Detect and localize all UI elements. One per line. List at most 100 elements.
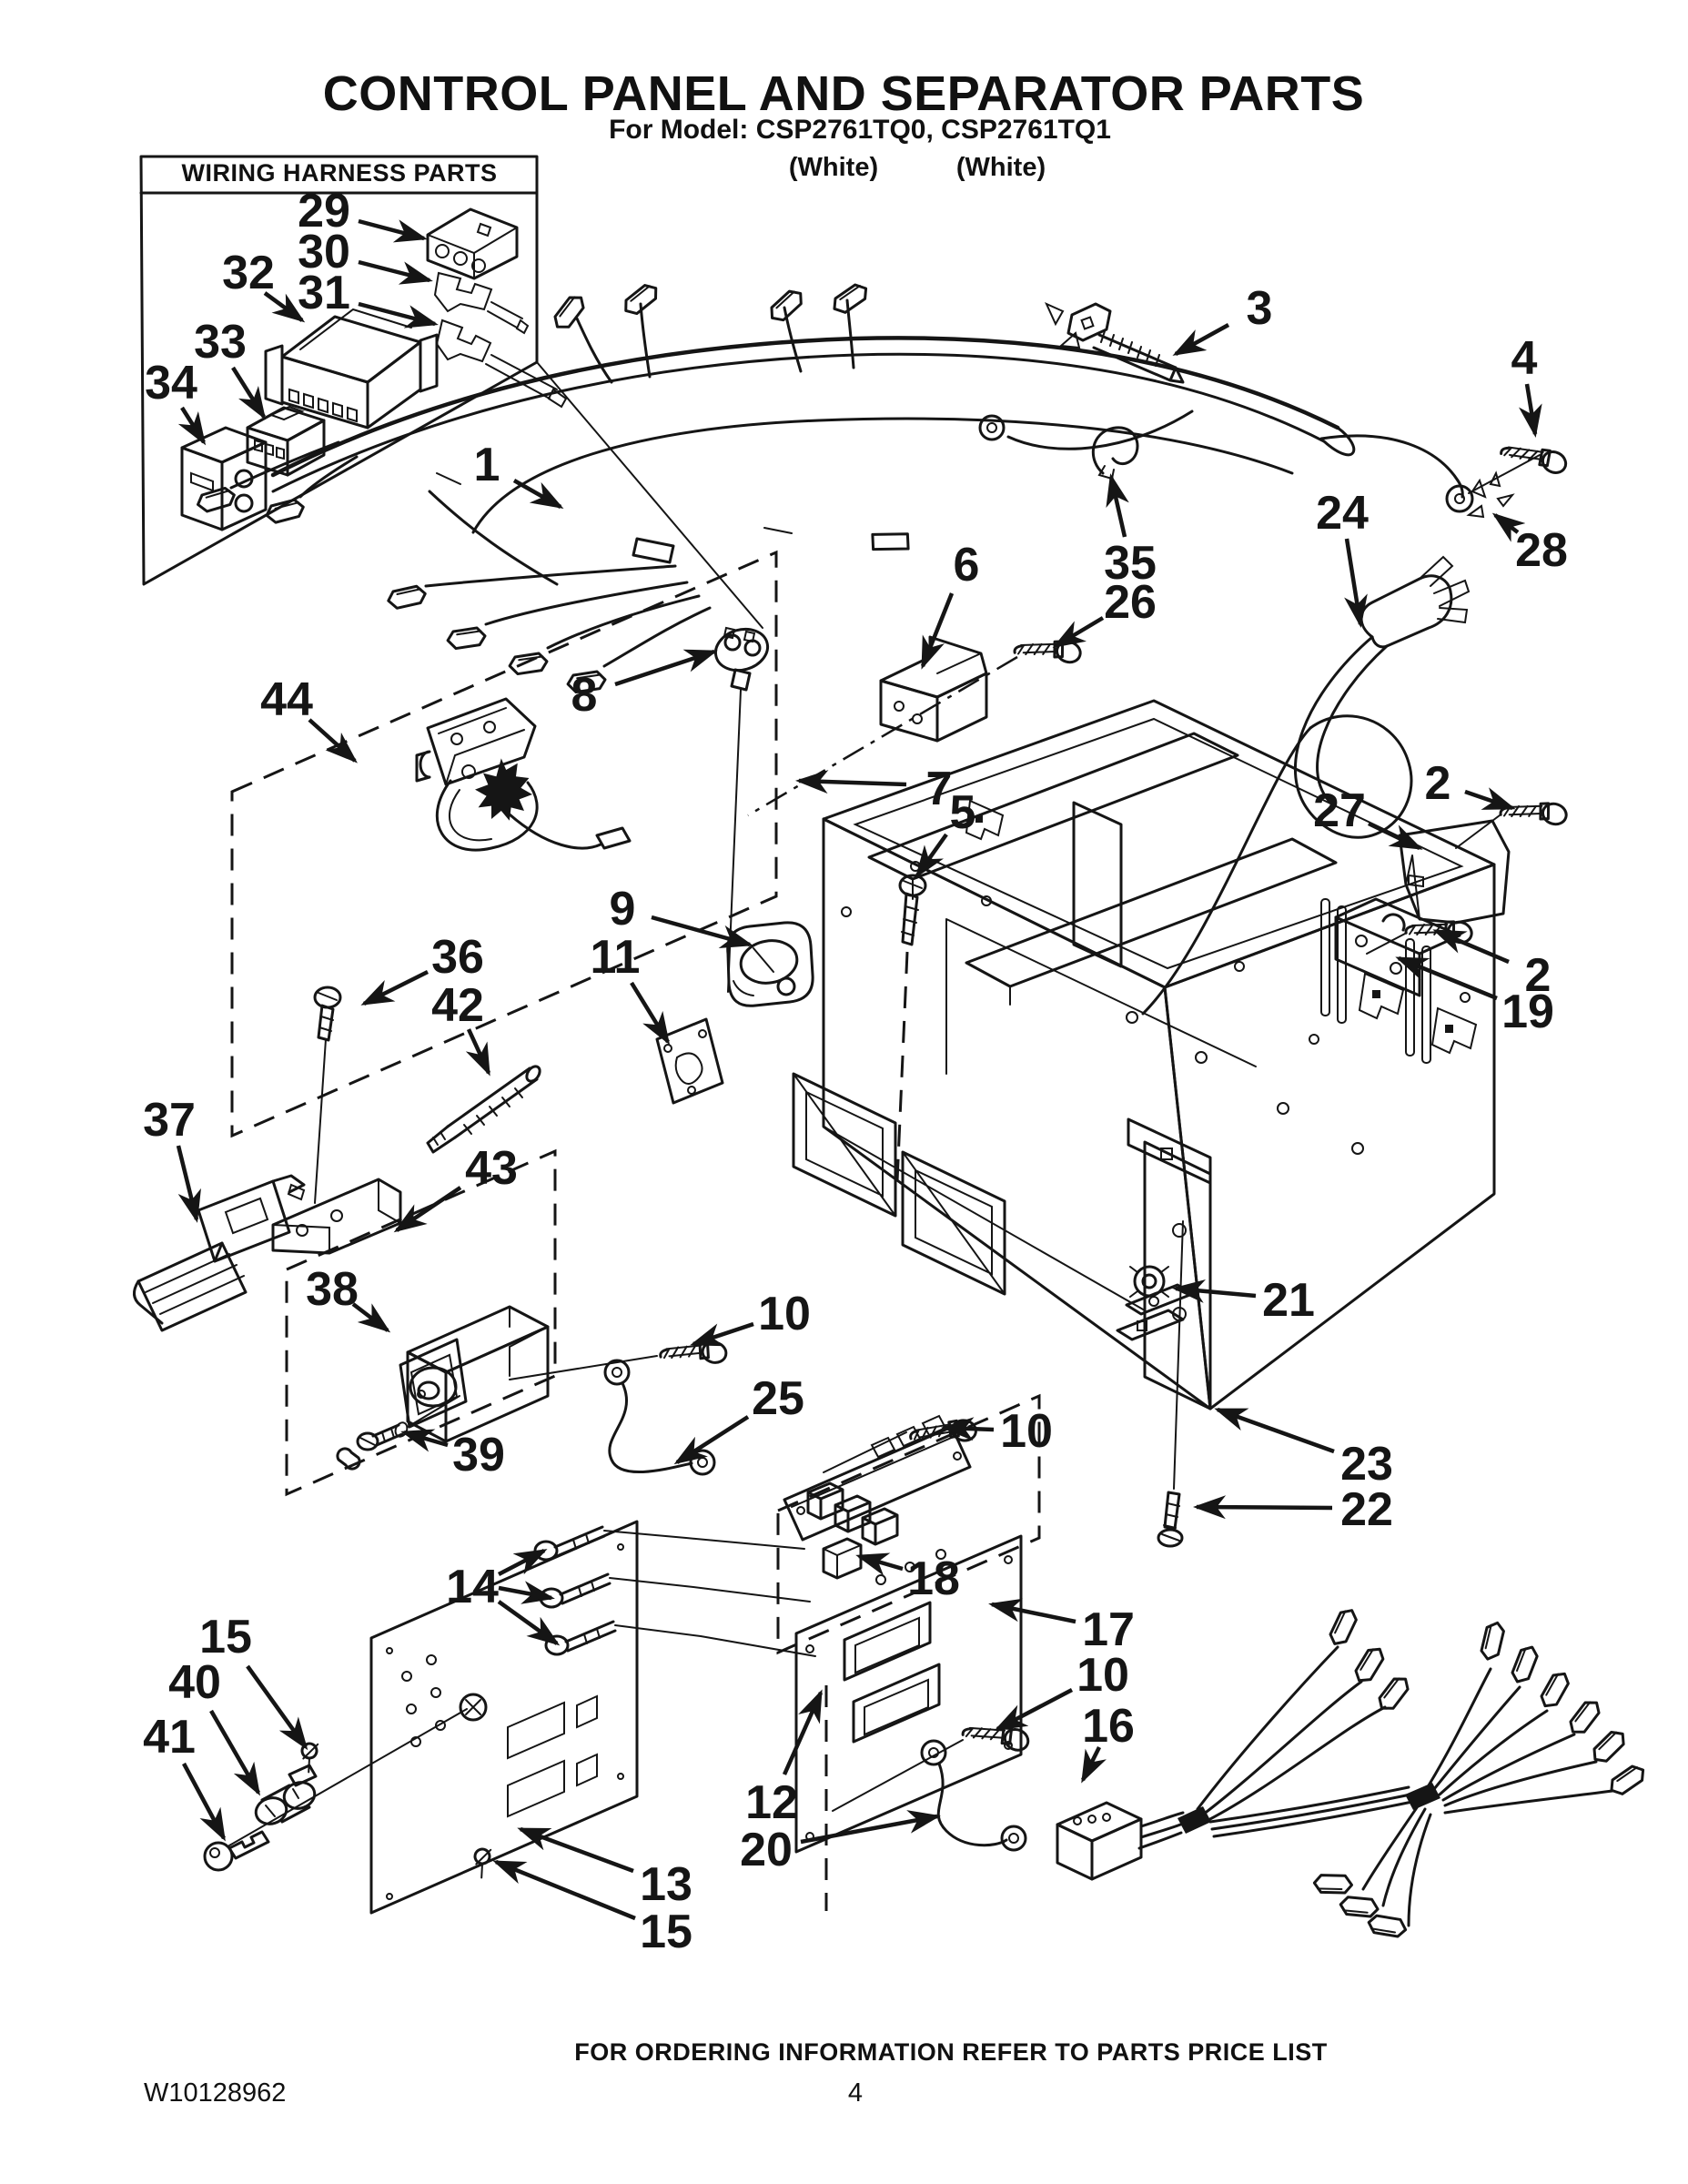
callout-19: 19	[1501, 986, 1554, 1038]
callout-arrow-42	[465, 1028, 491, 1077]
part-31-terminal	[435, 318, 568, 409]
callout-arrow-39	[400, 1429, 449, 1452]
callout-22: 22	[1340, 1483, 1393, 1536]
part-32-connector	[264, 308, 439, 430]
callout-arrow-11	[630, 981, 671, 1046]
callout-arrow-20	[800, 1810, 941, 1845]
part-36-screw	[313, 986, 342, 1204]
callout-16: 16	[1082, 1700, 1135, 1753]
callout-23: 23	[1340, 1438, 1393, 1491]
callout-10: 10	[1076, 1649, 1129, 1702]
callout-27: 27	[1313, 784, 1366, 837]
model-subtitle: For Model: CSP2761TQ0, CSP2761TQ1	[609, 115, 1111, 145]
part-19-bracket	[1334, 897, 1461, 997]
wiring-harness-inset-box	[139, 155, 763, 629]
part-7-switch-assembly	[415, 697, 632, 852]
callout-arrow-17	[988, 1598, 1076, 1624]
part-18-switch	[822, 1537, 863, 1580]
callout-40: 40	[168, 1656, 221, 1709]
callout-arrow-7	[795, 770, 907, 794]
part-24-power-cord	[1141, 555, 1471, 1016]
callout-arrow-14	[497, 1600, 561, 1646]
part-12-display-board	[794, 1534, 1023, 1854]
callout-arrow-29	[358, 218, 428, 243]
callout-34: 34	[145, 357, 197, 410]
part-38-solenoid	[399, 1305, 550, 1443]
callout-arrow-18	[855, 1552, 904, 1576]
part-17-switch-bank	[783, 1414, 972, 1546]
part-6-bracket	[879, 635, 988, 743]
callout-arrow-13	[517, 1826, 634, 1874]
callout-37: 37	[143, 1094, 196, 1147]
callout-arrow-24	[1344, 538, 1368, 628]
document-number: W10128962	[144, 2078, 287, 2108]
callout-44: 44	[260, 673, 313, 726]
callout-7: 7	[926, 763, 953, 815]
callout-arrow-27	[1368, 821, 1423, 851]
page-number: 4	[847, 2078, 864, 2108]
callout-arrow-19	[1395, 956, 1498, 1001]
callout-38: 38	[306, 1263, 359, 1316]
part-27-shield	[1398, 819, 1511, 925]
callout-arrow-31	[358, 301, 439, 329]
callout-1: 1	[474, 439, 500, 491]
callout-arrow-15	[492, 1859, 636, 1921]
part-29-terminal-block	[426, 207, 519, 280]
part-39-screw	[336, 1395, 460, 1471]
callout-10: 10	[758, 1288, 811, 1340]
footer-note: FOR ORDERING INFORMATION REFER TO PARTS …	[574, 2038, 1328, 2066]
part-28-washer-and-4-screw	[1445, 428, 1572, 519]
callout-30: 30	[298, 226, 350, 278]
callout-arrow-36	[360, 969, 430, 1006]
callout-15: 15	[640, 1906, 692, 1958]
callout-arrow-14	[498, 1581, 555, 1604]
callout-43: 43	[465, 1142, 518, 1195]
callout-arrow-40	[209, 1709, 261, 1796]
callout-arrow-25	[673, 1415, 750, 1465]
callout-6: 6	[954, 539, 980, 592]
callout-arrow-10	[941, 1417, 995, 1441]
callout-arrow-44	[308, 718, 358, 763]
callout-25: 25	[752, 1372, 804, 1425]
inset-box-title: WIRING HARNESS PARTS	[181, 159, 498, 187]
part-25-ground-wire	[603, 1359, 716, 1476]
callout-12: 12	[745, 1776, 798, 1829]
callout-arrow-38	[351, 1302, 391, 1333]
callout-3: 3	[1247, 282, 1273, 335]
part-11-gasket	[655, 1017, 724, 1105]
part-42-rod	[426, 1065, 541, 1154]
callout-arrow-43	[393, 1186, 462, 1233]
callout-29: 29	[298, 185, 350, 238]
callout-arrow-2	[1432, 928, 1510, 965]
color-note-left: (White)	[788, 153, 879, 182]
callout-arrow-10	[690, 1321, 754, 1347]
callout-26: 26	[1104, 576, 1157, 629]
callout-arrow-4	[1519, 383, 1542, 438]
callout-arrow-34	[177, 406, 207, 446]
callout-arrow-9	[651, 915, 753, 948]
page-title: CONTROL PANEL AND SEPARATOR PARTS	[322, 66, 1365, 121]
callout-arrow-12	[782, 1689, 824, 1775]
callout-arrow-26	[1052, 616, 1105, 649]
callout-5: 5	[950, 786, 976, 839]
callout-arrow-23	[1214, 1407, 1335, 1454]
callout-arrow-32	[263, 291, 306, 323]
part-37-switch	[133, 1174, 306, 1332]
part-3-cable-tie	[1045, 302, 1185, 384]
callout-arrow-37	[176, 1145, 201, 1223]
callout-31: 31	[298, 267, 350, 319]
part-2-screw-top	[1455, 786, 1571, 849]
callout-18: 18	[907, 1552, 960, 1605]
callout-arrow-1	[512, 479, 564, 509]
part-16-wire-harness	[1056, 1604, 1648, 1948]
callout-36: 36	[431, 931, 484, 984]
callout-17: 17	[1082, 1603, 1135, 1656]
callout-arrow-2	[1464, 787, 1516, 811]
part-23-separator-cabinet	[792, 699, 1496, 1410]
callout-9: 9	[610, 883, 636, 935]
callout-arrow-30	[358, 259, 433, 285]
callout-10: 10	[1000, 1405, 1053, 1458]
callout-arrow-5	[915, 833, 948, 879]
